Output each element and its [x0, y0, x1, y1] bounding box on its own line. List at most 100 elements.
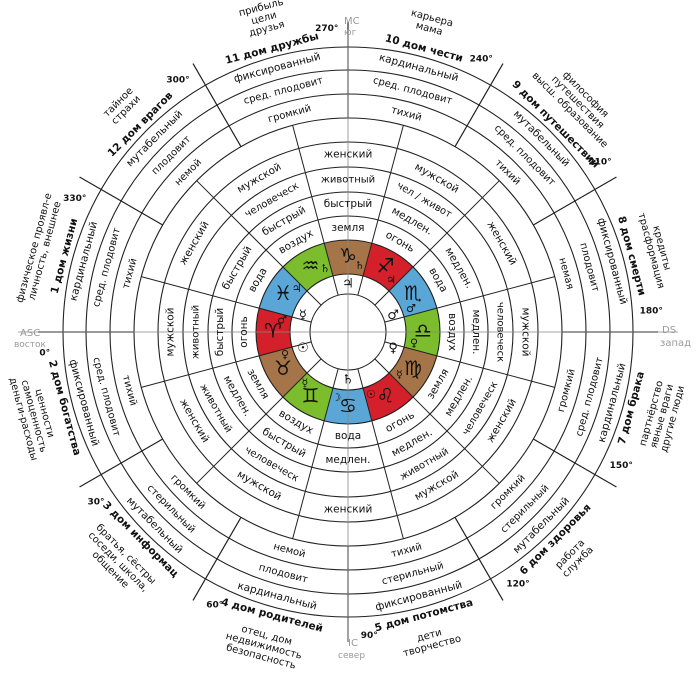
house-sound-label: тихий	[120, 374, 139, 407]
cardinal-points: ASC восток DS запад MC юг IC север	[14, 16, 691, 661]
house-degree-label: 90°	[361, 631, 378, 641]
ic-label: IC	[348, 638, 358, 649]
sign-element-label: воздух	[446, 313, 458, 351]
sign-gender-label: женский	[324, 504, 373, 516]
sign-divider	[141, 341, 312, 388]
ruler-planet-glyph: ♂	[277, 313, 287, 326]
house-degree-label: 120°	[506, 580, 529, 590]
sign-glyph: ♈	[264, 319, 282, 343]
sign-speed-label: медлен.	[325, 454, 370, 466]
ring-labels: ♃♄♂♀☿☉♈♂огоньбыстрыйживотныймужской♉♀зем…	[7, 0, 688, 672]
sign-gender-label: мужской	[520, 308, 532, 357]
sign-gender-label: женский	[484, 397, 519, 445]
sign-nature-label: человеческ	[495, 302, 506, 362]
house-divider	[454, 63, 504, 147]
sign-divider	[357, 125, 404, 296]
sign-glyph: ♍	[404, 356, 422, 380]
sign-divider	[374, 358, 500, 484]
sign-divider	[384, 341, 555, 388]
house-degree-label: 0°	[39, 349, 50, 359]
sign-glyph: ♒	[302, 254, 320, 278]
house-degree-label: 60°	[206, 601, 223, 611]
house-spokes	[18, 22, 678, 642]
sign-divider	[196, 358, 322, 484]
sign-divider	[292, 125, 339, 296]
house-divider	[454, 517, 504, 601]
house-divider	[192, 63, 242, 147]
ruler-planet-glyph: ☿	[396, 368, 403, 381]
asc-sub-label: восток	[14, 340, 47, 350]
sign-element-label: вода	[335, 430, 361, 442]
sign-speed-label: быстрый	[214, 308, 226, 356]
sign-divider	[357, 368, 404, 539]
ruler-planet-glyph: ♃	[292, 282, 302, 295]
house-degree-label: 30°	[87, 497, 104, 507]
sign-speed-label: медлен.	[221, 374, 254, 419]
house-fertility-label: стерильный	[381, 560, 445, 587]
house-degree-label: 240°	[470, 54, 493, 64]
sign-nature-label: животный	[321, 175, 375, 186]
house-divider	[192, 517, 242, 601]
sign-glyph: ♎	[414, 319, 432, 343]
sign-gender-label: женский	[484, 219, 519, 267]
ds-sub-label: запад	[660, 338, 691, 349]
sign-glyph: ♐	[377, 254, 395, 278]
ruler-planet-glyph: ☉	[366, 388, 376, 401]
sign-glyph: ♋	[339, 394, 357, 418]
house-degree-label: 180°	[640, 306, 663, 316]
inner-planet-glyph: ♄	[342, 373, 354, 388]
sign-divider	[384, 276, 555, 323]
sign-gender-label: женский	[324, 149, 373, 161]
house-divider	[533, 176, 617, 226]
sign-gender-label: женский	[177, 219, 212, 267]
house-sound-label: тихий	[390, 541, 423, 560]
sign-glyph: ♏	[404, 281, 422, 305]
sign-glyph: ♌	[377, 383, 395, 407]
sign-speed-label: медлен.	[442, 374, 475, 419]
sign-speed-label: медлен.	[470, 309, 482, 354]
sign-glyph: ♊	[302, 383, 320, 407]
house-divider	[79, 176, 163, 226]
inner-planet-glyph: ☉	[297, 341, 309, 356]
house-degree-label: 330°	[63, 194, 86, 204]
sign-speed-label: медлен.	[390, 426, 435, 459]
house-sound-label: немой	[272, 541, 307, 560]
ruler-planet-glyph: ♃	[386, 274, 396, 287]
asc-label: ASC	[20, 328, 40, 339]
ruler-planet-glyph: ♄	[355, 259, 365, 272]
house-sound-label: тихий	[390, 105, 423, 124]
house-degree-label: 150°	[610, 461, 633, 471]
inner-planet-glyph: ♃	[342, 277, 354, 292]
house-divider	[79, 438, 163, 488]
house-sound-label: немая	[556, 257, 575, 291]
sign-speed-label: быстрый	[324, 198, 372, 210]
inner-planet-glyph: ♂	[387, 308, 399, 323]
sign-element-label: земля	[332, 222, 365, 234]
inner-planet-glyph: ♀	[388, 341, 398, 356]
sign-gender-label: мужской	[165, 308, 177, 357]
ruler-planet-glyph: ☽	[331, 391, 341, 404]
house-degree-label: 270°	[315, 24, 338, 34]
sign-divider	[374, 180, 500, 306]
sign-divider	[196, 180, 322, 306]
house-degree-label: 210°	[588, 158, 611, 168]
house-divider	[533, 438, 617, 488]
sign-divider	[141, 276, 312, 323]
house-fertility-label: сред. плодовит	[492, 123, 558, 189]
inner-planet-glyph: ☿	[299, 308, 307, 323]
house-degree-label: 300°	[166, 75, 189, 85]
ic-sub-label: север	[338, 651, 365, 661]
ruler-planet-glyph: ♀	[281, 348, 289, 361]
sign-glyph: ♓	[274, 281, 292, 305]
ruler-planet-glyph: ♄	[320, 262, 330, 275]
ruler-planet-glyph: ♀	[410, 337, 418, 350]
sign-glyph: ♑	[339, 244, 357, 268]
ds-label: DS	[662, 325, 676, 336]
ruler-planet-glyph: ☿	[302, 376, 309, 389]
ruler-planet-glyph: ♂	[406, 302, 416, 315]
sign-element-label: огонь	[238, 316, 250, 347]
sign-glyph: ♉	[274, 356, 292, 380]
house-fertility-label: плодовит	[577, 242, 601, 294]
mc-sub-label: юг	[344, 28, 357, 38]
